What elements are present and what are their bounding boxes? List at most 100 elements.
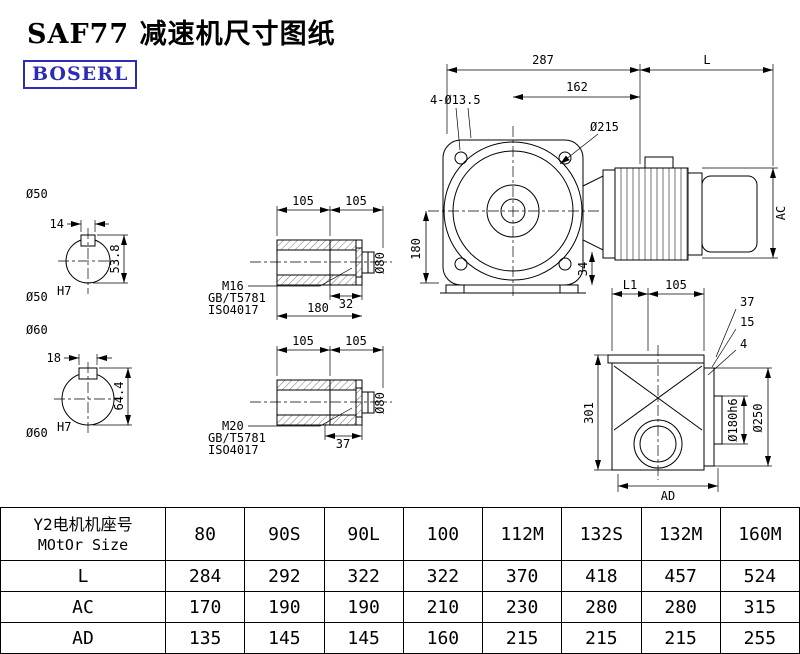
table-cell: 370	[481, 560, 563, 592]
motor-size-column: 100	[402, 507, 484, 561]
table-header-row: Y2电机机座号 MOtOr Size 80 90S 90L 100 112M 1…	[0, 507, 800, 561]
bore-60-label: Ø60	[26, 426, 48, 440]
table-cell: 170	[164, 591, 246, 623]
dim-301-label: 301	[582, 402, 596, 424]
corner-hole	[558, 151, 572, 165]
page-title: SAF77 减速机尺寸图纸	[27, 19, 336, 50]
shaft-m20-washer	[355, 387, 363, 418]
motor-size-column: 132M	[640, 507, 721, 561]
hollow-shaft-m16: 105 105 M16 GB/T5781 ISO4017 32 180 Ø80	[208, 194, 392, 320]
table-row-L: L 284 292 322 322 370 418 457 524	[0, 560, 800, 592]
thread-m16-label: M16	[222, 279, 244, 293]
holes-callout-label: 4-Ø13.5	[430, 93, 481, 107]
dim-180-front-label: 180	[409, 238, 423, 260]
table-cell: 190	[244, 591, 325, 623]
motor-size-header-cn: Y2电机机座号	[33, 515, 133, 535]
dia-250-label: Ø250	[751, 404, 765, 433]
table-cell: 524	[719, 560, 800, 592]
foot-left	[445, 284, 465, 294]
table-cell: 280	[561, 591, 642, 623]
dim-105a-m16-label: 105	[292, 194, 314, 208]
row-label-AD: AD	[0, 622, 166, 654]
motor-size-table: Y2电机机座号 MOtOr Size 80 90S 90L 100 112M 1…	[0, 507, 800, 654]
brand-logo-text: BOSERL	[32, 63, 129, 85]
dim-34-label: 34	[576, 262, 590, 276]
bore-60-tolerance: H7	[57, 420, 71, 434]
table-cell: 292	[244, 560, 325, 592]
table-row-AD: AD 135 145 145 160 215 215 215 255	[0, 622, 800, 654]
hollow-shaft-m20: 105 105 M20 GB/T5781 ISO4017 37 Ø80	[208, 334, 392, 457]
key-width-50-label: 14	[50, 217, 64, 231]
table-cell: 315	[719, 591, 800, 623]
dia-215-label: Ø215	[590, 120, 619, 134]
standard-gb-label: GB/T5781	[208, 431, 266, 445]
motor-fan-cover	[701, 175, 758, 253]
shaft-section-60: Ø60 18 64.4 Ø60 H7	[26, 323, 132, 440]
dim-ad-label: AD	[661, 489, 675, 503]
dim-ac-label: AC	[774, 206, 788, 220]
table-cell: 135	[164, 622, 246, 654]
table-cell: 210	[402, 591, 484, 623]
motor-rear	[687, 172, 703, 256]
table-cell: 145	[323, 622, 404, 654]
dim-105b-m20-label: 105	[345, 334, 367, 348]
dia-180h6-label: Ø180h6	[726, 398, 740, 441]
standard-iso-label: ISO4017	[208, 443, 259, 457]
dim-287-label: 287	[532, 53, 554, 67]
bore-50-label: Ø50	[26, 290, 48, 304]
foot-right	[559, 284, 579, 294]
side-top-plate	[607, 354, 705, 364]
table-cell: 215	[481, 622, 563, 654]
corner-hole	[558, 257, 572, 271]
brand-logo: BOSERL	[23, 60, 138, 89]
motor-size-header-en: MOtOr Size	[37, 535, 129, 554]
standard-iso-label: ISO4017	[208, 303, 259, 317]
key-height-60-label: 64.4	[112, 382, 126, 411]
dia-50-label: Ø50	[26, 187, 48, 201]
dim-180-shaft-label: 180	[307, 301, 329, 315]
motor-size-column: 80	[164, 507, 246, 561]
dim-105b-m16-label: 105	[345, 194, 367, 208]
table-cell: 322	[402, 560, 484, 592]
motor-size-column: 132S	[561, 507, 642, 561]
shaft-m16-washer	[355, 247, 363, 278]
motor-terminal-box	[644, 156, 674, 169]
dim-32-label: 32	[339, 297, 353, 311]
motor-size-header-cell: Y2电机机座号 MOtOr Size	[0, 507, 166, 561]
dim-l1-label: L1	[623, 278, 637, 292]
dim-162-label: 162	[566, 80, 588, 94]
dia-60-label: Ø60	[26, 323, 48, 337]
bore-50-tolerance: H7	[57, 284, 71, 298]
table-cell: 145	[244, 622, 325, 654]
side-flange-plate	[703, 367, 715, 467]
row-label-AC: AC	[0, 591, 166, 623]
corner-hole	[454, 151, 468, 165]
standard-gb-label: GB/T5781	[208, 291, 266, 305]
dim-37-side-label: 37	[740, 295, 754, 309]
table-cell: 215	[640, 622, 721, 654]
corner-hole	[454, 257, 468, 271]
table-cell: 230	[481, 591, 563, 623]
table-row-AC: AC 170 190 190 210 230 280 280 315	[0, 591, 800, 623]
table-cell: 160	[402, 622, 484, 654]
dim-15-label: 15	[740, 315, 754, 329]
motor-adapter	[582, 175, 604, 251]
table-cell: 322	[323, 560, 404, 592]
motor-flange	[602, 169, 616, 259]
dia-80-m20-label: Ø80	[373, 392, 387, 414]
dim-4-label: 4	[740, 337, 747, 351]
table-cell: 418	[561, 560, 642, 592]
thread-m20-label: M20	[222, 419, 244, 433]
motor-size-column: 90S	[244, 507, 325, 561]
dim-105-side-label: 105	[665, 278, 687, 292]
front-view: 287 L 162 4-Ø13.5 Ø215 180 34	[409, 53, 788, 296]
motor-size-column: 112M	[481, 507, 563, 561]
motor-body	[614, 167, 689, 261]
table-cell: 190	[323, 591, 404, 623]
dim-l-label: L	[703, 53, 710, 67]
table-cell: 280	[640, 591, 721, 623]
row-label-L: L	[0, 560, 166, 592]
technical-drawing: 287 L 162 4-Ø13.5 Ø215 180 34	[26, 53, 788, 503]
motor-size-column: 90L	[323, 507, 404, 561]
